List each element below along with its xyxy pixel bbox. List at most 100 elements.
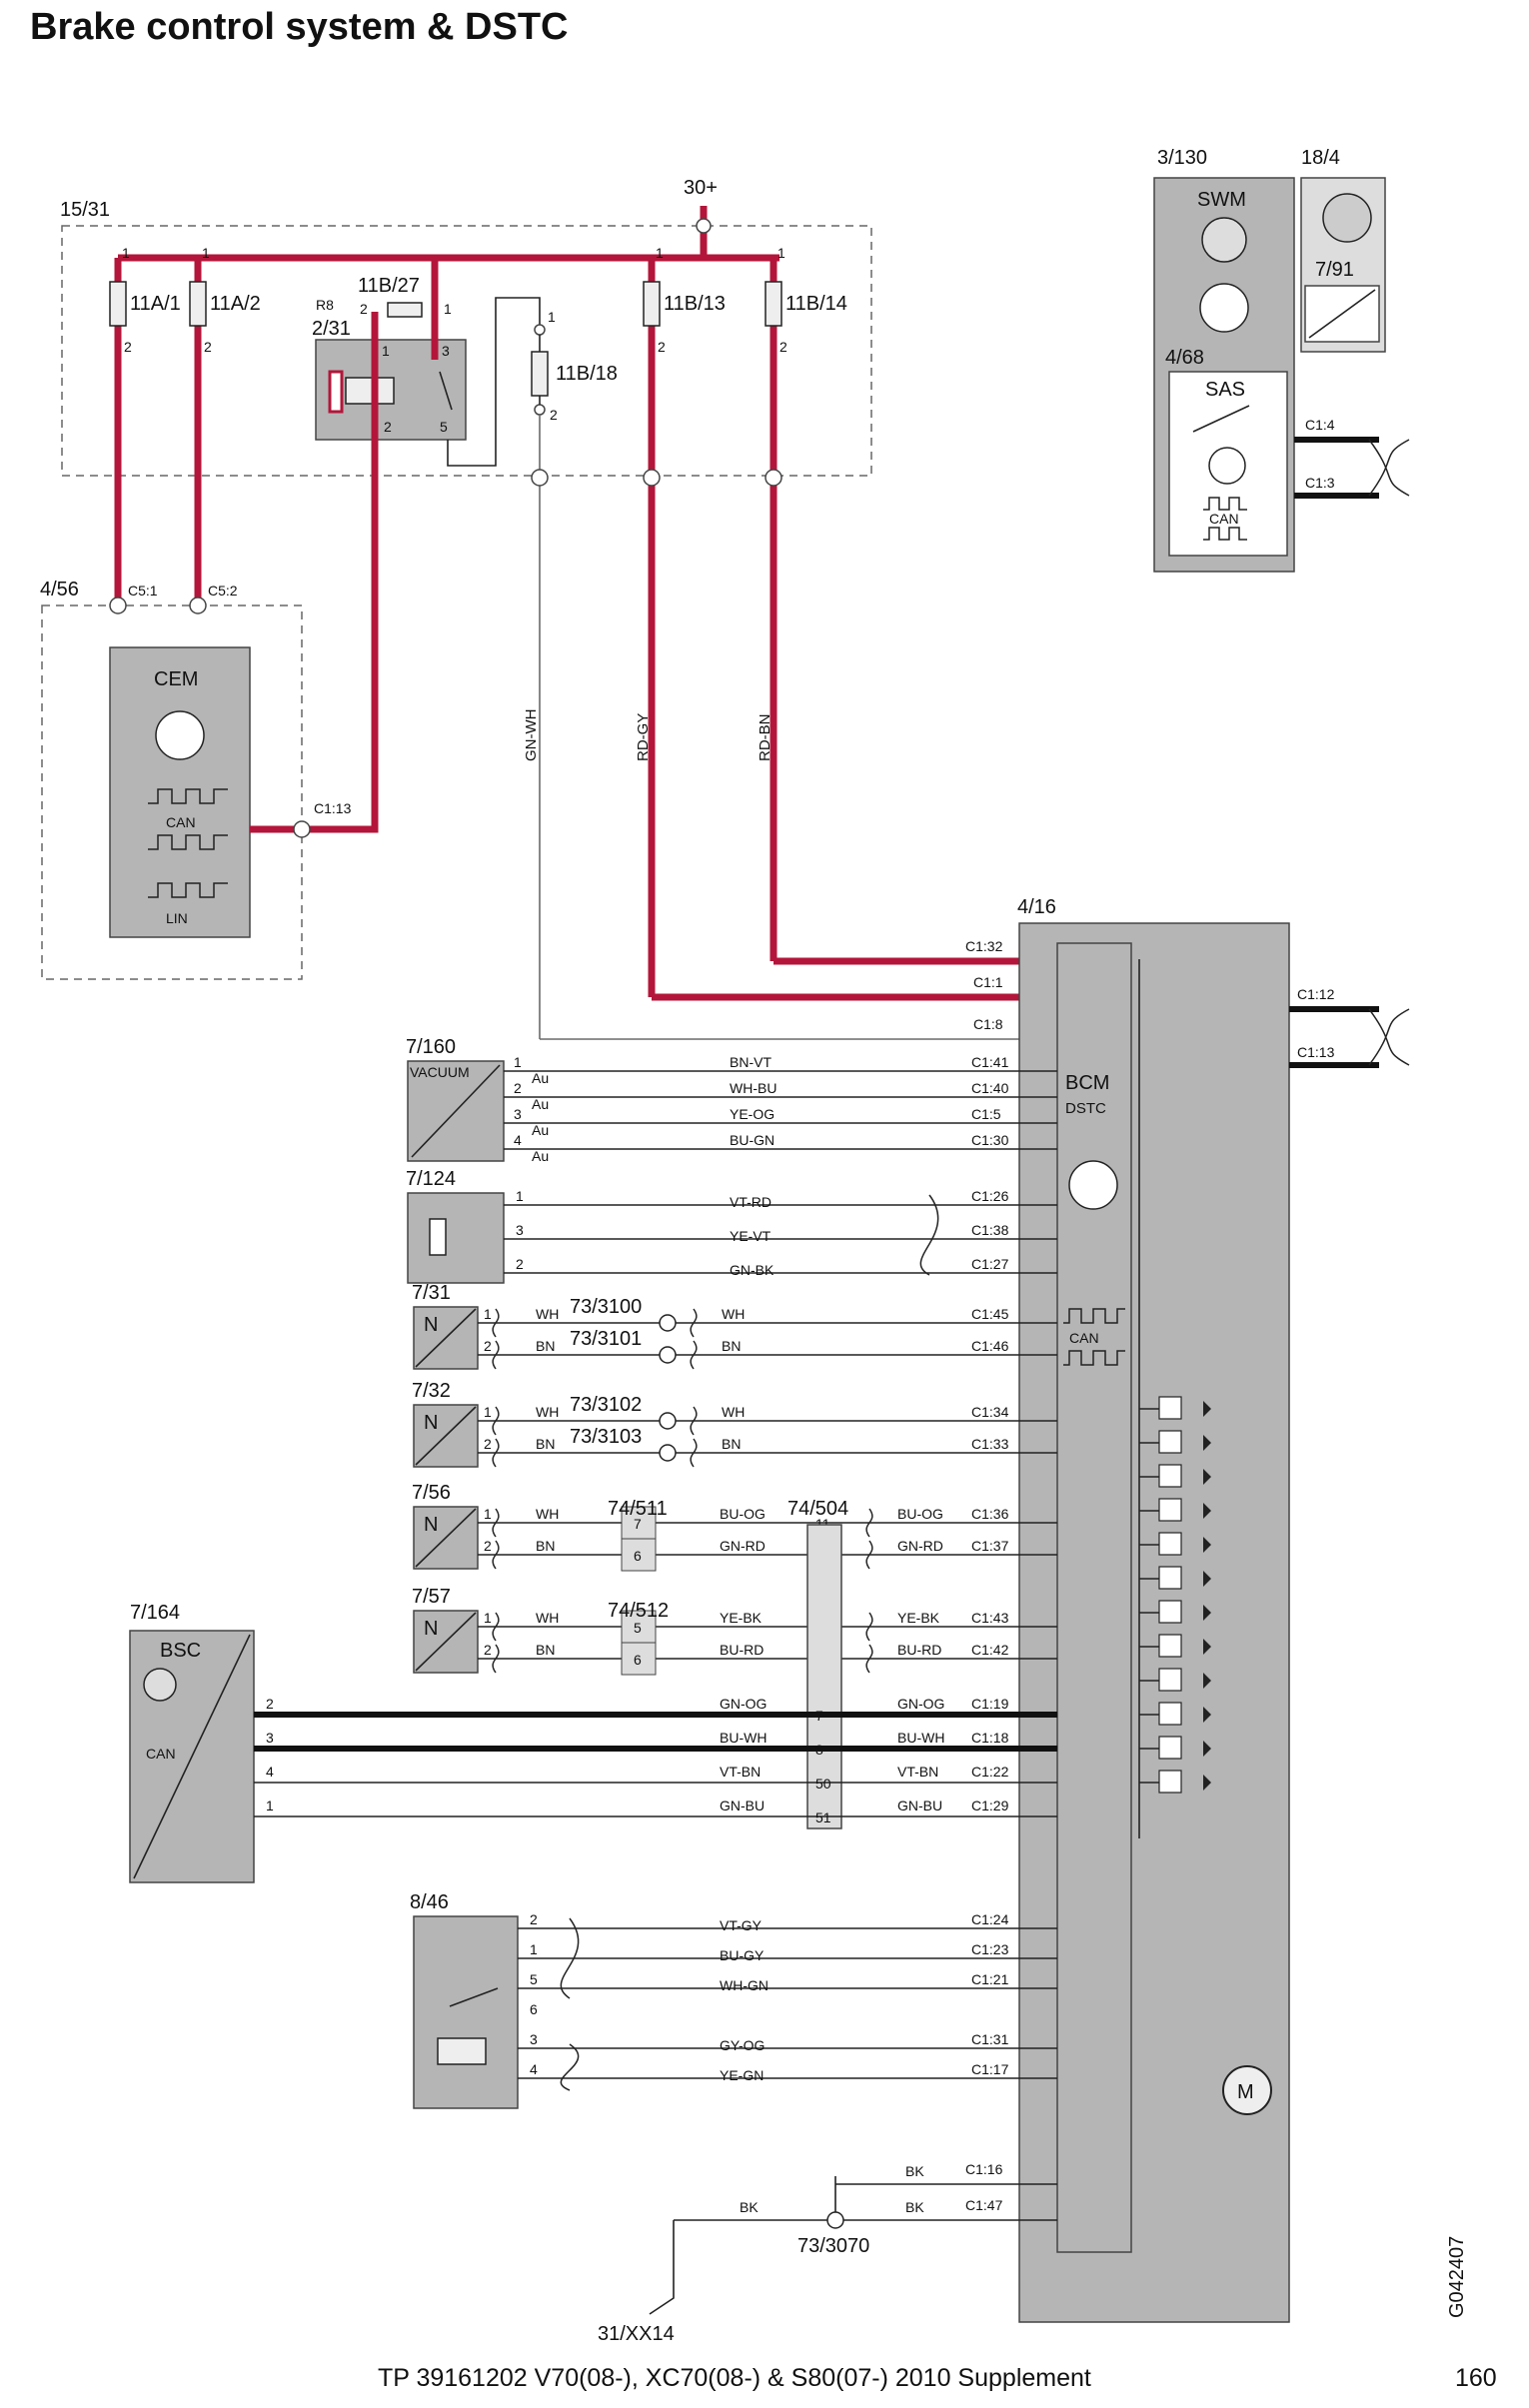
connector-box-pin: 6 bbox=[634, 1652, 642, 1668]
supply-node bbox=[696, 218, 712, 234]
vacuum-pin: 2 bbox=[514, 1080, 522, 1096]
bsc-wire-color-2: GN-OG bbox=[897, 1696, 944, 1712]
connector-504-pin: 7 bbox=[815, 1708, 823, 1724]
swm-id: 3/130 bbox=[1157, 147, 1207, 169]
cem-can: CAN bbox=[166, 814, 196, 830]
pump-motor-icon bbox=[1222, 2065, 1272, 2115]
connector-box bbox=[621, 1642, 657, 1676]
fuse-11b18 bbox=[531, 351, 549, 397]
bsc-name: BSC bbox=[160, 1640, 201, 1662]
valve-coil-icon bbox=[1158, 1566, 1182, 1590]
valve-coil-icon bbox=[1158, 1600, 1182, 1624]
wheel-splice-id: 73/3102 bbox=[570, 1394, 642, 1416]
wheel-splice-icon bbox=[659, 1444, 677, 1462]
wheel-sensor-n: N bbox=[424, 1314, 438, 1336]
valve-coil-icon bbox=[1158, 1498, 1182, 1522]
cem-lin-wave-icon bbox=[148, 882, 228, 898]
vacuum-au: Au bbox=[532, 1096, 549, 1112]
cem-module bbox=[109, 646, 251, 938]
wheel-wire-color-2: YE-BK bbox=[720, 1610, 763, 1626]
brake-switch-contact-icon bbox=[449, 1987, 499, 2007]
vacuum-connector: C1:41 bbox=[971, 1054, 1009, 1070]
supply-label: 30+ bbox=[684, 177, 718, 199]
wheel-wire-color-3: BU-RD bbox=[897, 1642, 941, 1658]
vacuum-connector: C1:5 bbox=[971, 1106, 1001, 1122]
connector-box-pin: 7 bbox=[634, 1516, 642, 1532]
connector-box-pin: 6 bbox=[634, 1548, 642, 1564]
fuse-11b13-pin-out: 2 bbox=[658, 339, 666, 355]
cem-can-wave-icon bbox=[148, 788, 228, 804]
wheel-pin: 2 bbox=[484, 1436, 492, 1452]
connector-512-id: 74/512 bbox=[608, 1600, 669, 1622]
wheel-wire-color: BN bbox=[536, 1642, 555, 1658]
vacuum-pin: 3 bbox=[514, 1106, 522, 1122]
connector-box bbox=[621, 1538, 657, 1572]
fuse-11a1-pin-in: 1 bbox=[122, 245, 130, 261]
valve-icon bbox=[1203, 1639, 1211, 1655]
wheel-pin: 2 bbox=[484, 1538, 492, 1554]
vacuum-wire-color: YE-OG bbox=[730, 1106, 774, 1122]
wheel-twist-icon-2 bbox=[865, 1540, 873, 1570]
wheel-pin: 2 bbox=[484, 1338, 492, 1354]
bsc-pin: 1 bbox=[266, 1798, 274, 1813]
fuse-11b14-pin-out: 2 bbox=[779, 339, 787, 355]
wheel-wire-color-2: BU-OG bbox=[720, 1506, 765, 1522]
bsc-transistor-icon bbox=[143, 1668, 177, 1702]
sas-c14: C1:4 bbox=[1305, 417, 1335, 433]
brake-switch-pin: 2 bbox=[530, 1911, 538, 1927]
relay-out-wire bbox=[447, 297, 541, 467]
ground-conn-c116: C1:16 bbox=[965, 2161, 1003, 2177]
connector-504-id: 74/504 bbox=[787, 1498, 848, 1520]
ground-point: 31/XX14 bbox=[598, 2323, 675, 2345]
ground-color-2: BK bbox=[905, 2163, 924, 2179]
vacuum-au: Au bbox=[532, 1122, 549, 1138]
fuse-11b27-pin-in: 2 bbox=[360, 301, 368, 317]
horn-id: 18/4 bbox=[1301, 147, 1340, 169]
ground-wire-down bbox=[649, 2220, 675, 2315]
bsc-connector: C1:19 bbox=[971, 1696, 1009, 1712]
wheel-twist-icon-2 bbox=[690, 1406, 698, 1436]
ground-splice-icon bbox=[826, 2211, 844, 2229]
wheel-sensor-n: N bbox=[424, 1618, 438, 1640]
brake-switch-coil-icon bbox=[437, 2037, 487, 2065]
swm-transistor-icon bbox=[1199, 283, 1249, 333]
bsc-pin: 4 bbox=[266, 1764, 274, 1780]
brake-switch-wire-color: GY-OG bbox=[720, 2037, 764, 2053]
vacuum-wire-color: WH-BU bbox=[730, 1080, 776, 1096]
fuse-11b13 bbox=[643, 281, 661, 327]
horn-icon bbox=[1322, 193, 1372, 243]
valve-coil-icon bbox=[1158, 1770, 1182, 1794]
pedal-id: 7/124 bbox=[406, 1168, 456, 1190]
cem-transistor-icon bbox=[155, 710, 205, 760]
cem-outline bbox=[41, 604, 303, 980]
brake-switch-pin: 4 bbox=[530, 2061, 538, 2077]
relay-to-cem-wire bbox=[302, 440, 379, 833]
valve-coil-icon bbox=[1158, 1634, 1182, 1658]
cem-lin: LIN bbox=[166, 910, 188, 926]
cem-c52-node bbox=[189, 597, 207, 614]
brake-switch-pin: 5 bbox=[530, 1971, 538, 1987]
valve-icon bbox=[1203, 1707, 1211, 1723]
wheel-twist-icon-2 bbox=[865, 1644, 873, 1674]
page-title: Brake control system & DSTC bbox=[30, 6, 569, 48]
cem-name: CEM bbox=[154, 668, 198, 690]
fuse-11a2-label: 11A/2 bbox=[210, 293, 261, 315]
connector-504-pin: 51 bbox=[815, 1809, 831, 1825]
fuse-11b18-label: 11B/18 bbox=[556, 363, 618, 385]
wheel-pin: 2 bbox=[484, 1642, 492, 1658]
fuse-11b14-terminal bbox=[764, 469, 782, 487]
wheel-pin: 1 bbox=[484, 1506, 492, 1522]
bsc-id: 7/164 bbox=[130, 1602, 180, 1624]
relay-sub: 2/31 bbox=[312, 318, 351, 340]
fuse-11b18-pin-in: 1 bbox=[548, 309, 556, 325]
footer-text: TP 39161202 V70(08-), XC70(08-) & S80(07… bbox=[378, 2364, 1091, 2392]
sensor-791-diag-icon bbox=[1308, 289, 1376, 339]
vacuum-id: 7/160 bbox=[406, 1036, 456, 1058]
wheel-sensor-diag-icon bbox=[415, 1612, 477, 1672]
brake-switch-connector: C1:23 bbox=[971, 1941, 1009, 1957]
wheel-pin: 1 bbox=[484, 1404, 492, 1420]
fuse-11b18-node-bottom bbox=[534, 404, 546, 416]
